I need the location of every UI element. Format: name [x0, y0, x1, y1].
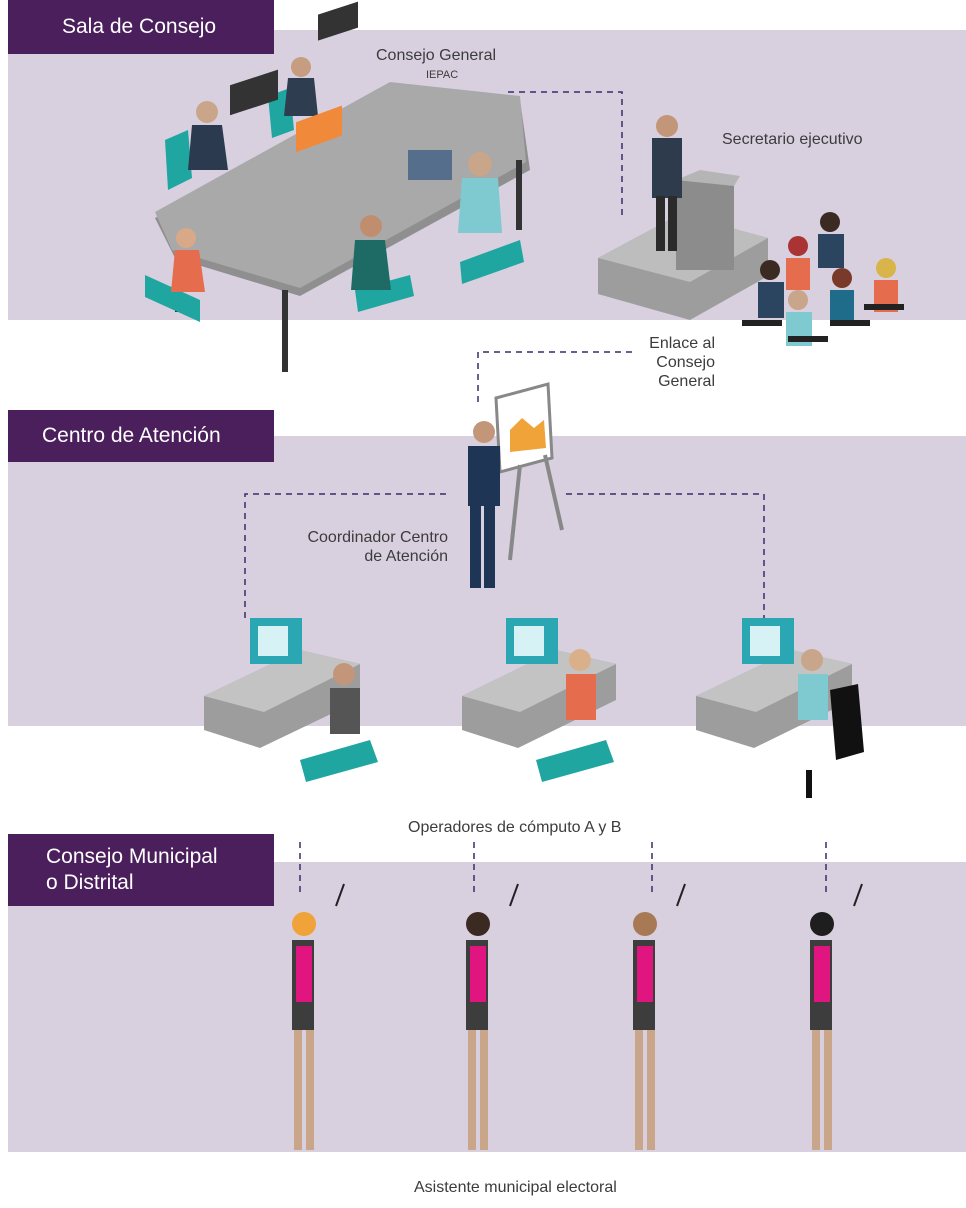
label-enlace-line3: General	[658, 373, 715, 390]
label-enlace-line1: Enlace al	[649, 335, 715, 352]
label-coordinador-line2: de Atención	[364, 548, 448, 565]
section-label-centro: Centro de Atención	[8, 410, 274, 462]
label-operadores: Operadores de cómputo A y B	[408, 819, 622, 836]
workstations	[204, 618, 864, 798]
asistentes	[292, 883, 863, 1150]
connector-lines	[244, 91, 827, 892]
section-label-municipal-line1: Consejo Municipal	[46, 845, 218, 868]
audience-group	[742, 212, 904, 346]
connector-coordinador-operador-3	[566, 493, 765, 622]
label-enlace-line2: Consejo	[656, 354, 715, 371]
connector-enlace-coordinador	[477, 351, 632, 402]
label-secretario-ejecutivo: Secretario ejecutivo	[722, 131, 863, 148]
section-label-municipal: Consejo Municipal o Distrital	[8, 834, 274, 906]
label-asistente: Asistente municipal electoral	[414, 1179, 617, 1196]
label-coordinador: Coordinador Centro de Atención	[270, 528, 448, 566]
section-label-centro-text: Centro de Atención	[42, 424, 221, 447]
label-consejo-general: Consejo General	[376, 47, 497, 64]
label-enlace-consejo-general: Enlace al Consejo General	[640, 334, 715, 391]
conference-people	[171, 1, 502, 292]
label-iepac: IEPAC	[426, 69, 459, 81]
coordinador-easel	[468, 382, 564, 588]
section-label-municipal-line2: o Distrital	[46, 871, 134, 894]
section-label-sala-text: Sala de Consejo	[62, 15, 217, 38]
connector-consejo-secretario	[508, 91, 623, 218]
label-coordinador-line1: Coordinador Centro	[307, 529, 448, 546]
section-label-sala: Sala de Consejo	[8, 0, 274, 54]
connector-coordinador-operador-1	[244, 493, 446, 622]
podium-secretario	[598, 115, 768, 320]
